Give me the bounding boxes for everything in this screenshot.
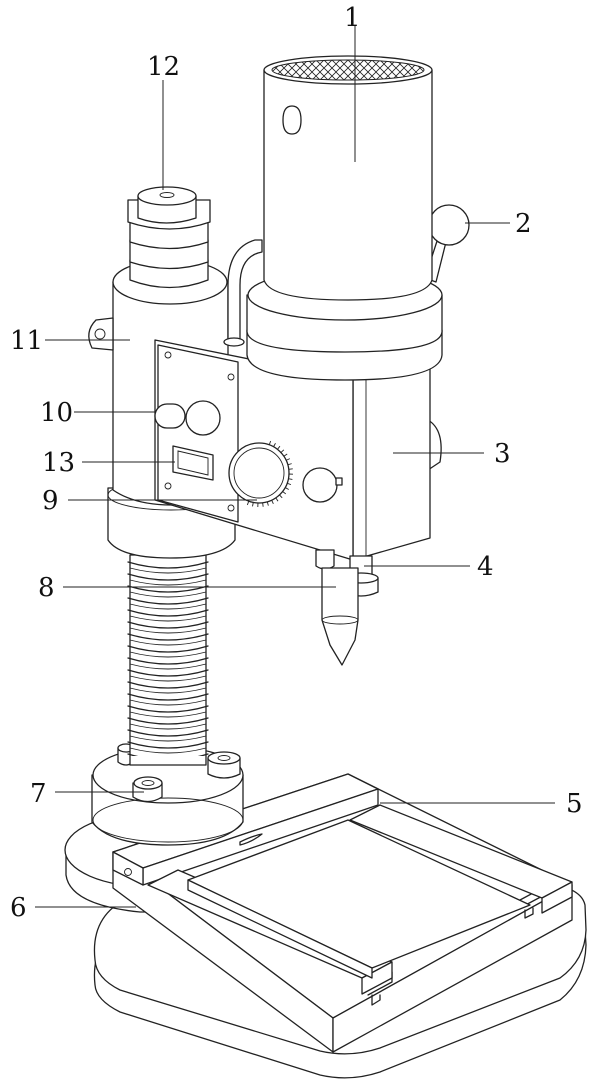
label-4: 4 [477, 552, 494, 582]
label-5: 5 [566, 789, 583, 819]
main-housing [247, 56, 442, 380]
label-9: 9 [42, 486, 59, 516]
label-13: 13 [42, 448, 75, 478]
label-12: 12 [147, 52, 180, 82]
label-2: 2 [515, 209, 532, 239]
label-1: 1 [344, 3, 361, 33]
label-11: 11 [10, 326, 43, 356]
label-10: 10 [40, 398, 73, 428]
bolt-right [208, 752, 240, 778]
spindle [316, 550, 378, 665]
label-8: 8 [38, 573, 55, 603]
bolt-front [133, 777, 162, 802]
top-screw [128, 187, 210, 288]
label-7: 7 [30, 779, 47, 809]
label-6: 6 [10, 893, 27, 923]
label-3: 3 [494, 439, 511, 469]
